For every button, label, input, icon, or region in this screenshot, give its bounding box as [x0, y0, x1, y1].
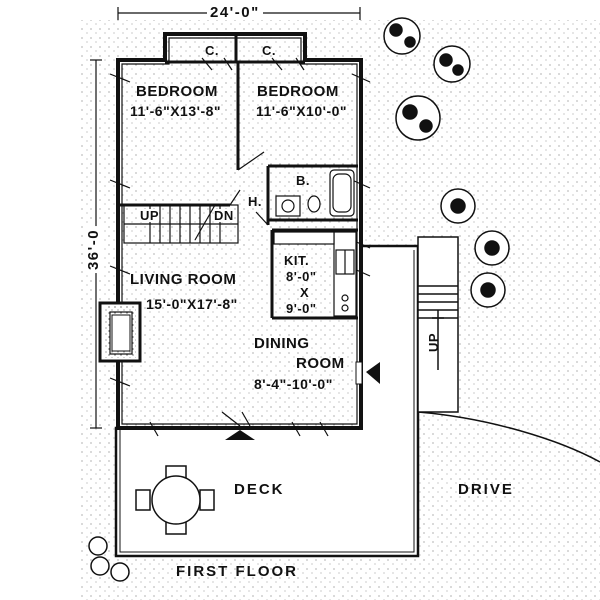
living-room-size: 15'-0"X17'-8" [146, 296, 238, 312]
stair-up-label: UP [140, 208, 160, 223]
hall-label: H. [248, 194, 262, 209]
side-door [355, 361, 363, 385]
floor-label: FIRST FLOOR [176, 563, 298, 580]
stair-down-label: DN [214, 208, 234, 223]
bedroom-2-name: BEDROOM [257, 83, 339, 100]
fireplace [98, 301, 142, 363]
kitchen-height: 9'-0" [286, 301, 317, 316]
door-swings [201, 57, 305, 427]
entry-arrow-deck [225, 430, 255, 440]
overall-depth-label: 36'-0 [85, 225, 102, 274]
interior-stair [123, 204, 239, 244]
living-room-name: LIVING ROOM [130, 271, 237, 288]
window-marks [109, 73, 371, 437]
kitchen-counters [273, 231, 357, 317]
house-walls [116, 32, 363, 430]
deck-table-set [135, 465, 215, 535]
driveway [417, 411, 600, 463]
overall-width-label: 24'-0" [207, 5, 263, 20]
trees [88, 17, 510, 582]
bath-label: B. [296, 173, 310, 188]
bedroom-1-name: BEDROOM [136, 83, 218, 100]
kitchen-x: X [300, 285, 310, 300]
deck-label: DECK [234, 481, 285, 498]
dining-room-name-2: ROOM [296, 355, 345, 372]
bath-fixtures [275, 169, 355, 217]
entry-arrow-side [366, 362, 380, 384]
dining-room-size: 8'-4"-10'-0" [254, 376, 333, 392]
exterior-stair [417, 236, 459, 413]
closet-1-label: C. [205, 43, 219, 58]
kitchen-name: KIT. [284, 253, 310, 268]
outside-stair-up-label: UP [426, 332, 442, 353]
dining-room-name: DINING [254, 335, 310, 352]
bedroom-1-size: 11'-6"X13'-8" [130, 103, 222, 119]
bedroom-2-size: 11'-6"X10'-0" [256, 103, 348, 119]
drive-label: DRIVE [458, 481, 514, 498]
closet-2-label: C. [262, 43, 276, 58]
kitchen-width: 8'-0" [286, 269, 317, 284]
